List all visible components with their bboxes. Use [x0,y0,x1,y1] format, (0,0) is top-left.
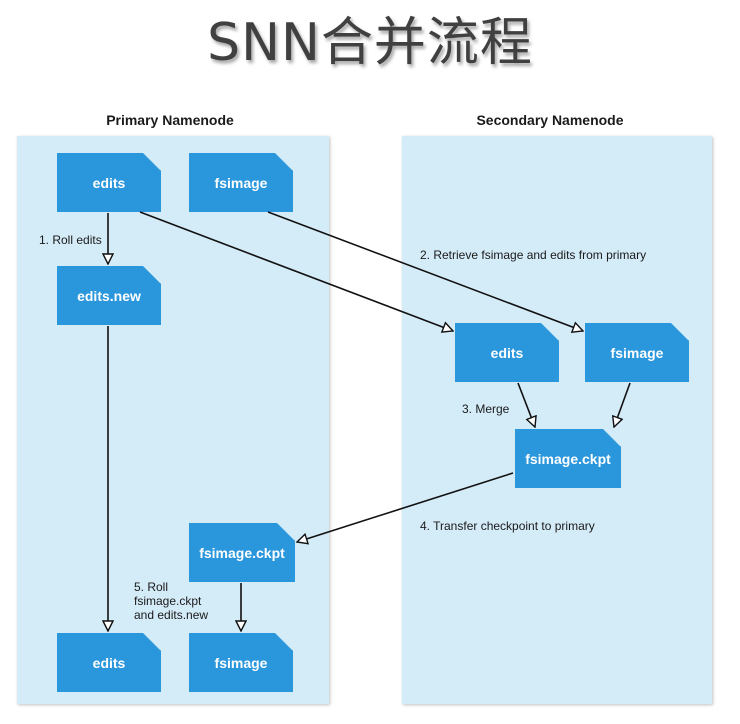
primary-fsimage-ckpt-label: fsimage.ckpt [199,544,285,561]
step4-label: 4. Transfer checkpoint to primary [420,519,595,533]
page-title: SNN合并流程 [207,13,533,73]
step2-label: 2. Retrieve fsimage and edits from prima… [420,248,647,262]
primary-edits-new-doc: edits.new [57,266,161,325]
step1-label: 1. Roll edits [39,233,102,247]
step5-label-line2: fsimage.ckpt [134,594,202,608]
secondary-panel-title: Secondary Namenode [476,112,624,128]
step5-label-line3: and edits.new [134,608,209,622]
primary-fsimage-label: fsimage [214,174,268,191]
primary-fsimage-final-doc: fsimage [189,633,293,692]
secondary-fsimage-ckpt-doc: fsimage.ckpt [515,429,621,488]
primary-fsimage-doc: fsimage [189,153,293,212]
step5-label-line1: 5. Roll [134,580,169,594]
arrow-merge-edits [517,382,535,427]
arrow-retrieve-fsimage [267,211,583,331]
primary-edits-final-doc: edits [57,633,161,692]
secondary-fsimage-ckpt-label: fsimage.ckpt [525,450,611,467]
primary-panel-title: Primary Namenode [106,112,234,128]
arrow-transfer-checkpoint [297,472,514,542]
step3-label: 3. Merge [462,402,510,416]
secondary-fsimage-doc: fsimage [585,323,689,382]
primary-edits-final-label: edits [92,654,126,671]
secondary-fsimage-label: fsimage [610,344,664,361]
primary-edits-label: edits [92,174,126,191]
arrow-retrieve-edits [139,211,453,331]
primary-fsimage-final-label: fsimage [214,654,268,671]
primary-fsimage-ckpt-doc: fsimage.ckpt [189,523,295,582]
primary-namenode-panel [17,136,329,704]
secondary-edits-label: edits [490,344,524,361]
primary-edits-new-label: edits.new [77,287,141,304]
secondary-namenode-panel [402,136,712,704]
arrow-merge-fsimage [614,382,631,427]
primary-edits-doc: edits [57,153,161,212]
secondary-edits-doc: edits [455,323,559,382]
